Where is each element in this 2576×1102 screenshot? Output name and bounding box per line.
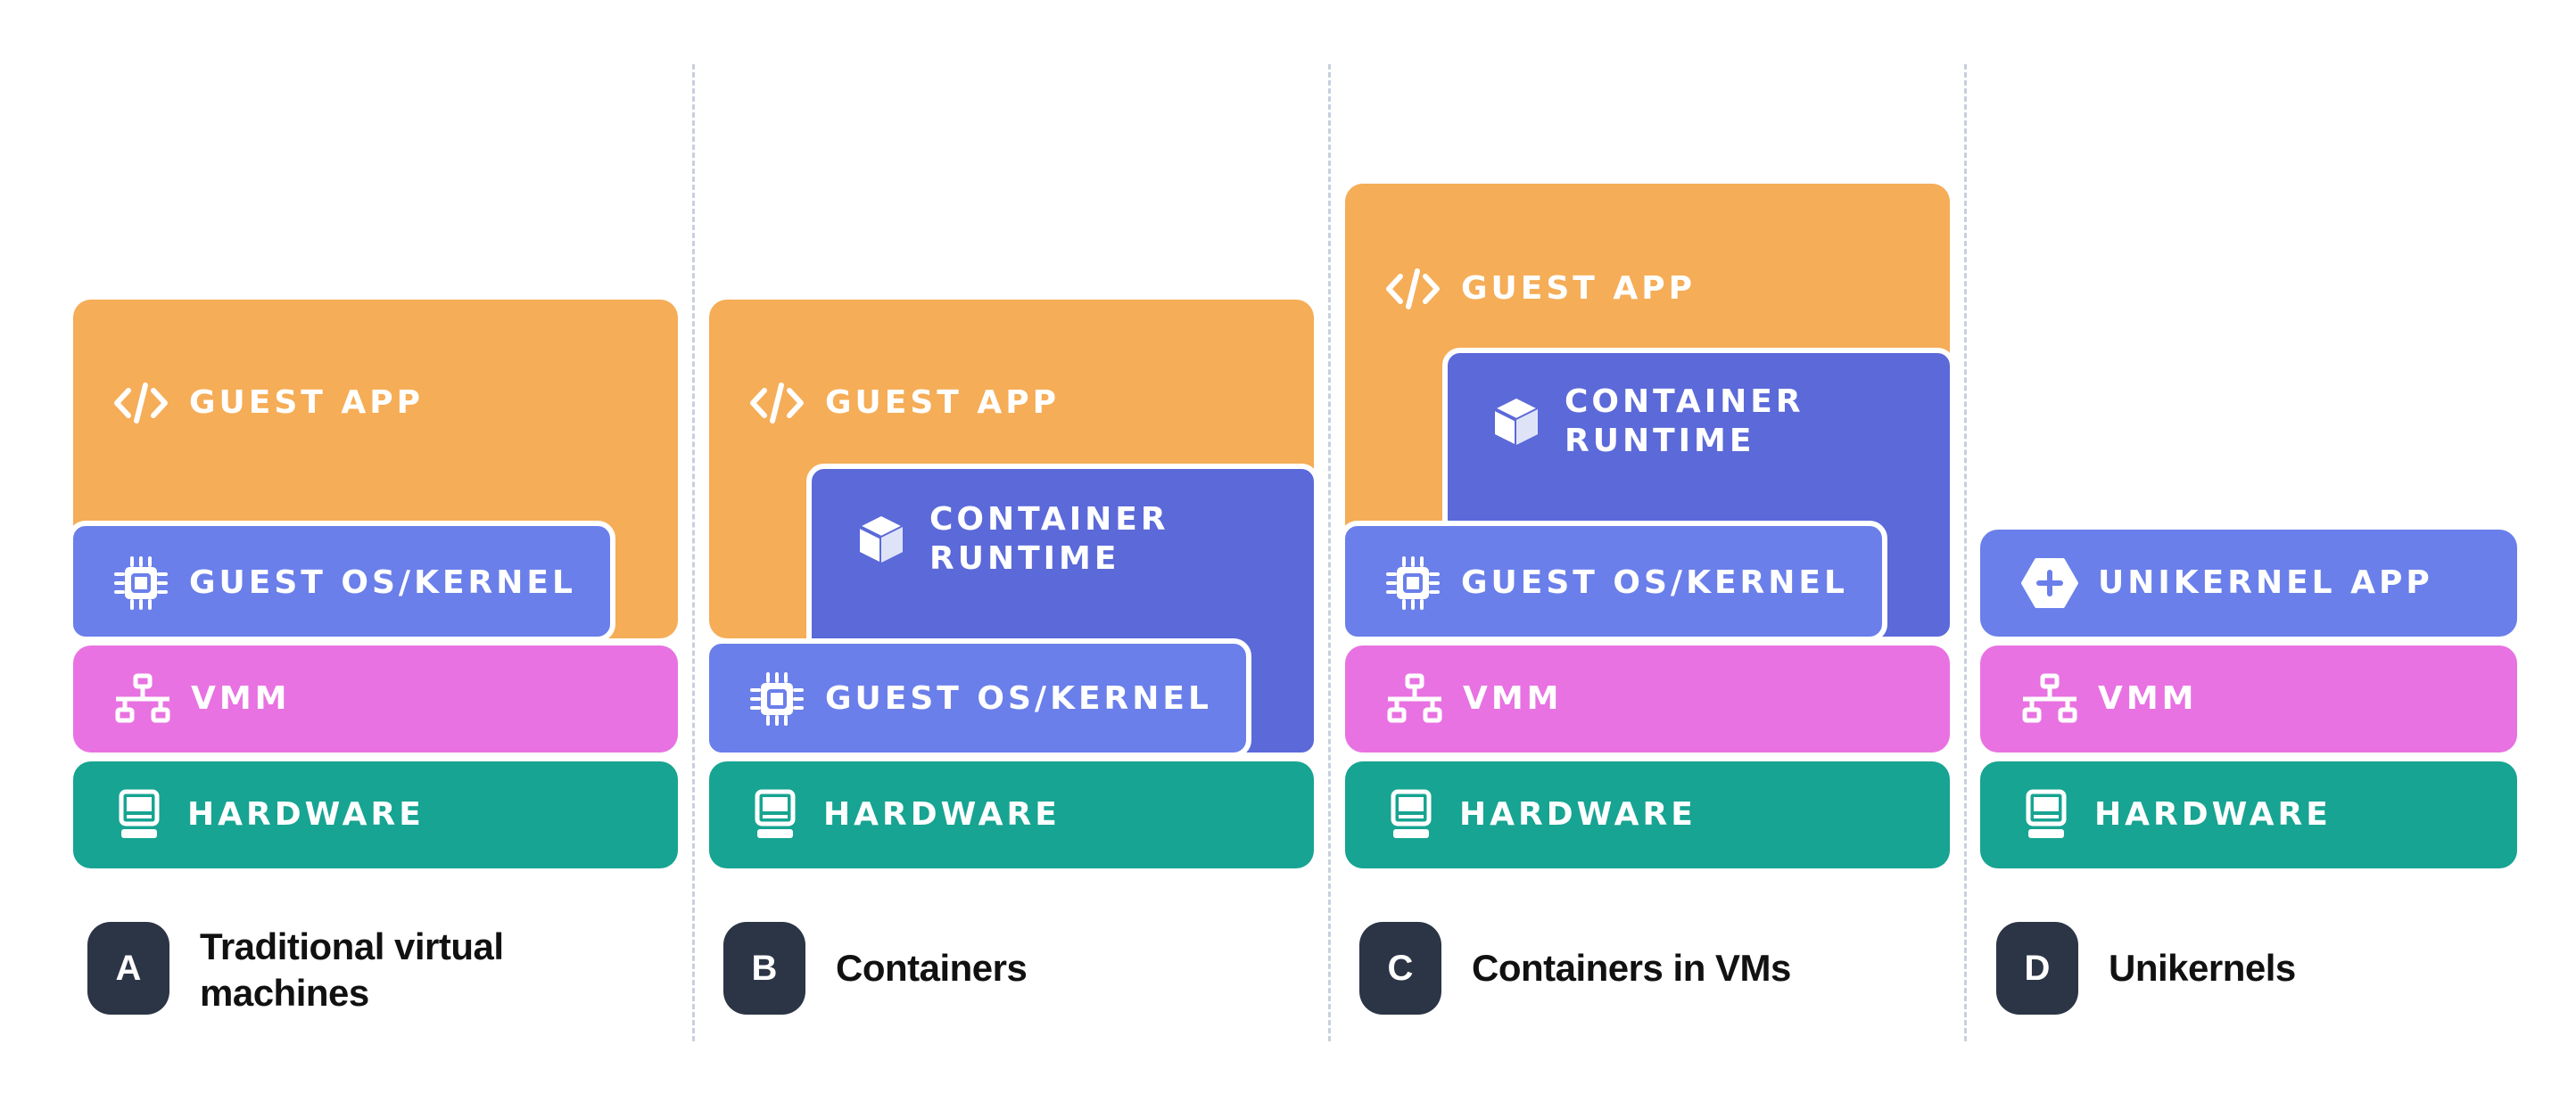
hardware-block — [709, 761, 1314, 868]
unikernel-app-label: UNIKERNEL APP — [2021, 555, 2433, 612]
computer-icon — [111, 786, 168, 843]
vmm-block — [1345, 646, 1950, 752]
code-icon — [748, 374, 805, 432]
caption-badge-c: C — [1359, 922, 1441, 1015]
network-icon — [114, 670, 171, 728]
container-runtime-label: CONTAINER RUNTIME — [1488, 382, 1804, 462]
vmm-label: VMM — [1386, 670, 1563, 728]
code-icon — [112, 374, 169, 432]
guest-app-label: GUEST APP — [1384, 260, 1696, 317]
computer-icon — [2018, 786, 2075, 843]
hardware-label: HARDWARE — [747, 786, 1061, 843]
cube-icon — [1488, 393, 1545, 450]
hardware-label: HARDWARE — [2018, 786, 2332, 843]
hardware-block — [1980, 761, 2517, 868]
network-icon — [2021, 670, 2078, 728]
chip-icon — [748, 670, 805, 728]
hardware-block — [1345, 761, 1950, 868]
computer-icon — [1383, 786, 1440, 843]
guest-app-label: GUEST APP — [748, 374, 1060, 432]
container-runtime-label: CONTAINER RUNTIME — [853, 499, 1169, 580]
guest-os-label: GUEST OS/KERNEL — [112, 555, 576, 612]
caption-badge-a: A — [87, 922, 169, 1015]
caption-badge-b: B — [723, 922, 805, 1015]
hardware-label: HARDWARE — [1383, 786, 1697, 843]
hardware-block — [73, 761, 678, 868]
vmm-label: VMM — [2021, 670, 2198, 728]
caption-text-d: Unikernels — [2109, 947, 2296, 989]
computer-icon — [747, 786, 804, 843]
caption-text-a: Traditional virtual machines — [200, 925, 504, 1014]
caption-badge-d: D — [1996, 922, 2078, 1015]
chip-icon — [1384, 555, 1441, 612]
cube-icon — [853, 511, 910, 568]
column-divider-2 — [1328, 64, 1331, 1041]
network-icon — [1386, 670, 1443, 728]
column-divider-3 — [1964, 64, 1967, 1041]
column-divider-1 — [692, 64, 695, 1041]
vmm-label: VMM — [114, 670, 291, 728]
guest-app-label: GUEST APP — [112, 374, 424, 432]
hardware-label: HARDWARE — [111, 786, 425, 843]
guest-os-label: GUEST OS/KERNEL — [1384, 555, 1848, 612]
caption-text-b: Containers — [836, 947, 1028, 989]
vmm-block — [73, 646, 678, 752]
code-icon — [1384, 260, 1441, 317]
chip-icon — [112, 555, 169, 612]
hexagon-plus-icon — [2021, 555, 2078, 612]
guest-os-label: GUEST OS/KERNEL — [748, 670, 1212, 728]
caption-text-c: Containers in VMs — [1472, 947, 1791, 989]
